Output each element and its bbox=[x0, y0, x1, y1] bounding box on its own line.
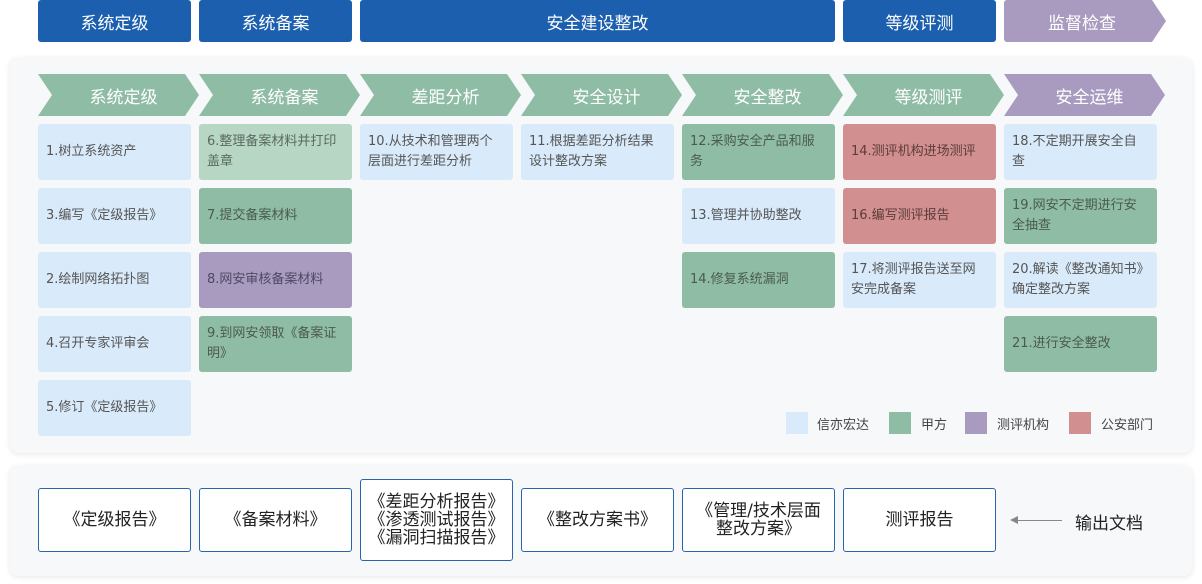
legend-swatch-evaluator bbox=[965, 412, 987, 434]
output-doc-grading-report: 《定级报告》 bbox=[38, 488, 191, 552]
task-card-20: 20.解读《整改通知书》确定整改方案 bbox=[1004, 252, 1157, 308]
output-doc-evaluation-report: 测评报告 bbox=[843, 488, 996, 552]
phase-arrow-tip bbox=[1152, 0, 1166, 42]
step-arrow-security-design: 安全设计 bbox=[521, 74, 682, 116]
step-arrow-gap-analysis: 差距分析 bbox=[360, 74, 521, 116]
task-card-1: 1.树立系统资产 bbox=[38, 124, 191, 180]
left-arrow-icon bbox=[1010, 516, 1018, 524]
legend-swatch-xinyi bbox=[786, 412, 808, 434]
phase-grade-evaluation: 等级评测 bbox=[843, 0, 996, 42]
task-card-13: 13.管理并协助整改 bbox=[682, 188, 835, 244]
task-card-4: 4.召开专家评审会 bbox=[38, 316, 191, 372]
phase-system-filing: 系统备案 bbox=[199, 0, 352, 42]
step-arrow-security-rectification: 安全整改 bbox=[682, 74, 843, 116]
task-card-15: 14.测评机构进场测评 bbox=[843, 124, 996, 180]
task-card-8: 8.网安审核备案材料 bbox=[199, 252, 352, 308]
output-doc-management-technical-plan: 《管理/技术层面 整改方案》 bbox=[682, 488, 835, 552]
task-card-21: 21.进行安全整改 bbox=[1004, 316, 1157, 372]
output-doc-line: 《渗透测试报告》 bbox=[368, 510, 505, 530]
legend-label-evaluator: 测评机构 bbox=[997, 418, 1050, 433]
task-card-14: 14.修复系统漏洞 bbox=[682, 252, 835, 308]
task-card-3: 3.编写《定级报告》 bbox=[38, 188, 191, 244]
task-card-17: 17.将测评报告送至网安完成备案 bbox=[843, 252, 996, 308]
output-doc-line: 整改方案》 bbox=[716, 519, 801, 539]
task-card-10: 10.从技术和管理两个层面进行差距分析 bbox=[360, 124, 513, 180]
phase-security-construction: 安全建设整改 bbox=[360, 0, 835, 42]
task-card-18: 18.不定期开展安全自查 bbox=[1004, 124, 1157, 180]
phase-system-grading: 系统定级 bbox=[38, 0, 191, 42]
output-doc-analysis-reports: 《差距分析报告》 《渗透测试报告》 《漏洞扫描报告》 bbox=[360, 479, 513, 561]
task-card-2: 2.绘制网络拓扑图 bbox=[38, 252, 191, 308]
arrow-line bbox=[1016, 520, 1062, 521]
task-card-16: 16.编写测评报告 bbox=[843, 188, 996, 244]
step-arrow-grading: 系统定级 bbox=[38, 74, 199, 116]
task-card-11: 11.根据差距分析结果设计整改方案 bbox=[521, 124, 674, 180]
output-documents-label: 输出文档 bbox=[1075, 514, 1143, 534]
phase-supervision-inspection: 监督检查 bbox=[1004, 0, 1152, 42]
task-card-12: 12.采购安全产品和服务 bbox=[682, 124, 835, 180]
task-card-6: 6.整理备案材料并打印盖章 bbox=[199, 124, 352, 180]
legend-label-police: 公安部门 bbox=[1101, 418, 1154, 433]
task-card-7: 7.提交备案材料 bbox=[199, 188, 352, 244]
output-doc-line: 《差距分析报告》 bbox=[368, 492, 505, 512]
legend-label-xinyi: 信亦宏达 bbox=[817, 418, 870, 433]
task-card-9: 9.到网安领取《备案证明》 bbox=[199, 316, 352, 372]
legend-swatch-police bbox=[1069, 412, 1091, 434]
step-arrow-filing: 系统备案 bbox=[199, 74, 360, 116]
output-doc-line: 《管理/技术层面 bbox=[696, 501, 821, 521]
legend-swatch-client bbox=[889, 412, 911, 434]
output-doc-line: 《漏洞扫描报告》 bbox=[368, 528, 505, 548]
task-card-5: 5.修订《定级报告》 bbox=[38, 380, 191, 436]
output-doc-filing-materials: 《备案材料》 bbox=[199, 488, 352, 552]
legend-label-client: 甲方 bbox=[921, 418, 948, 433]
step-arrow-security-operations: 安全运维 bbox=[1004, 74, 1165, 116]
step-arrow-grade-evaluation: 等级测评 bbox=[843, 74, 1004, 116]
output-doc-rectification-plan: 《整改方案书》 bbox=[521, 488, 674, 552]
task-card-19: 19.网安不定期进行安全抽查 bbox=[1004, 188, 1157, 244]
